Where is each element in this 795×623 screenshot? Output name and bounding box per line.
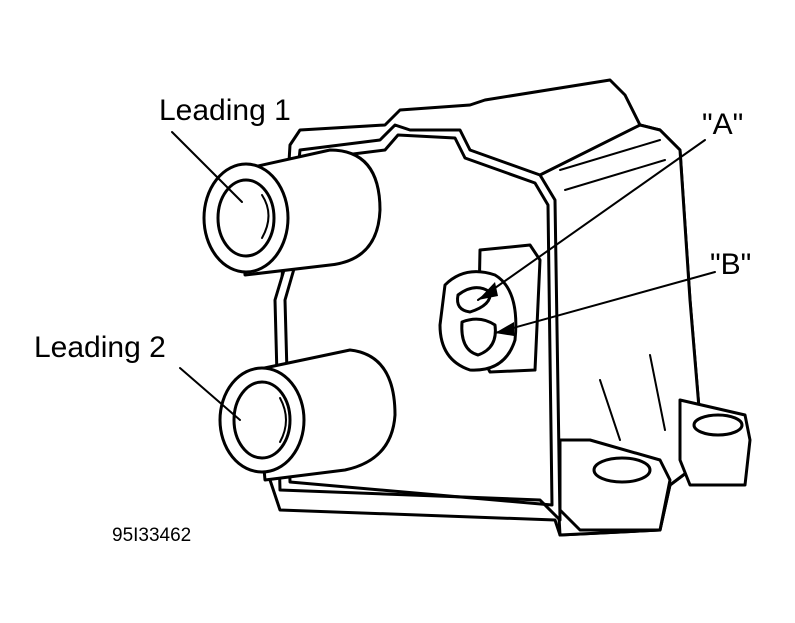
leader-line-a — [477, 139, 706, 301]
leader-line-leading-1 — [171, 131, 243, 203]
leader-line-b — [494, 271, 716, 334]
leader-line-leading-2 — [179, 367, 241, 421]
tower-1-inner — [216, 178, 276, 258]
label-b: "B" — [710, 248, 752, 281]
mounting-hole-front — [592, 456, 652, 484]
side-ridge — [599, 379, 621, 441]
side-ridge — [649, 354, 666, 431]
mounting-ear-right — [678, 398, 752, 487]
figure-code: 95I33462 — [112, 525, 192, 546]
tower-2-highlight — [279, 397, 287, 443]
label-leading-2: Leading 2 — [34, 331, 166, 364]
connector-terminal-a — [456, 286, 492, 314]
tower-2-inner — [232, 380, 292, 460]
arrowhead-b — [495, 322, 514, 336]
side-ridge — [559, 139, 661, 171]
arrowhead-a — [478, 282, 498, 300]
side-ridge — [564, 159, 666, 191]
mounting-hole-right — [692, 413, 744, 437]
connector-terminal-b — [460, 317, 497, 357]
label-a: "A" — [702, 108, 744, 141]
label-leading-1: Leading 1 — [159, 94, 291, 127]
tower-1-highlight — [261, 194, 270, 239]
coil-front-inner-outline — [283, 133, 554, 507]
